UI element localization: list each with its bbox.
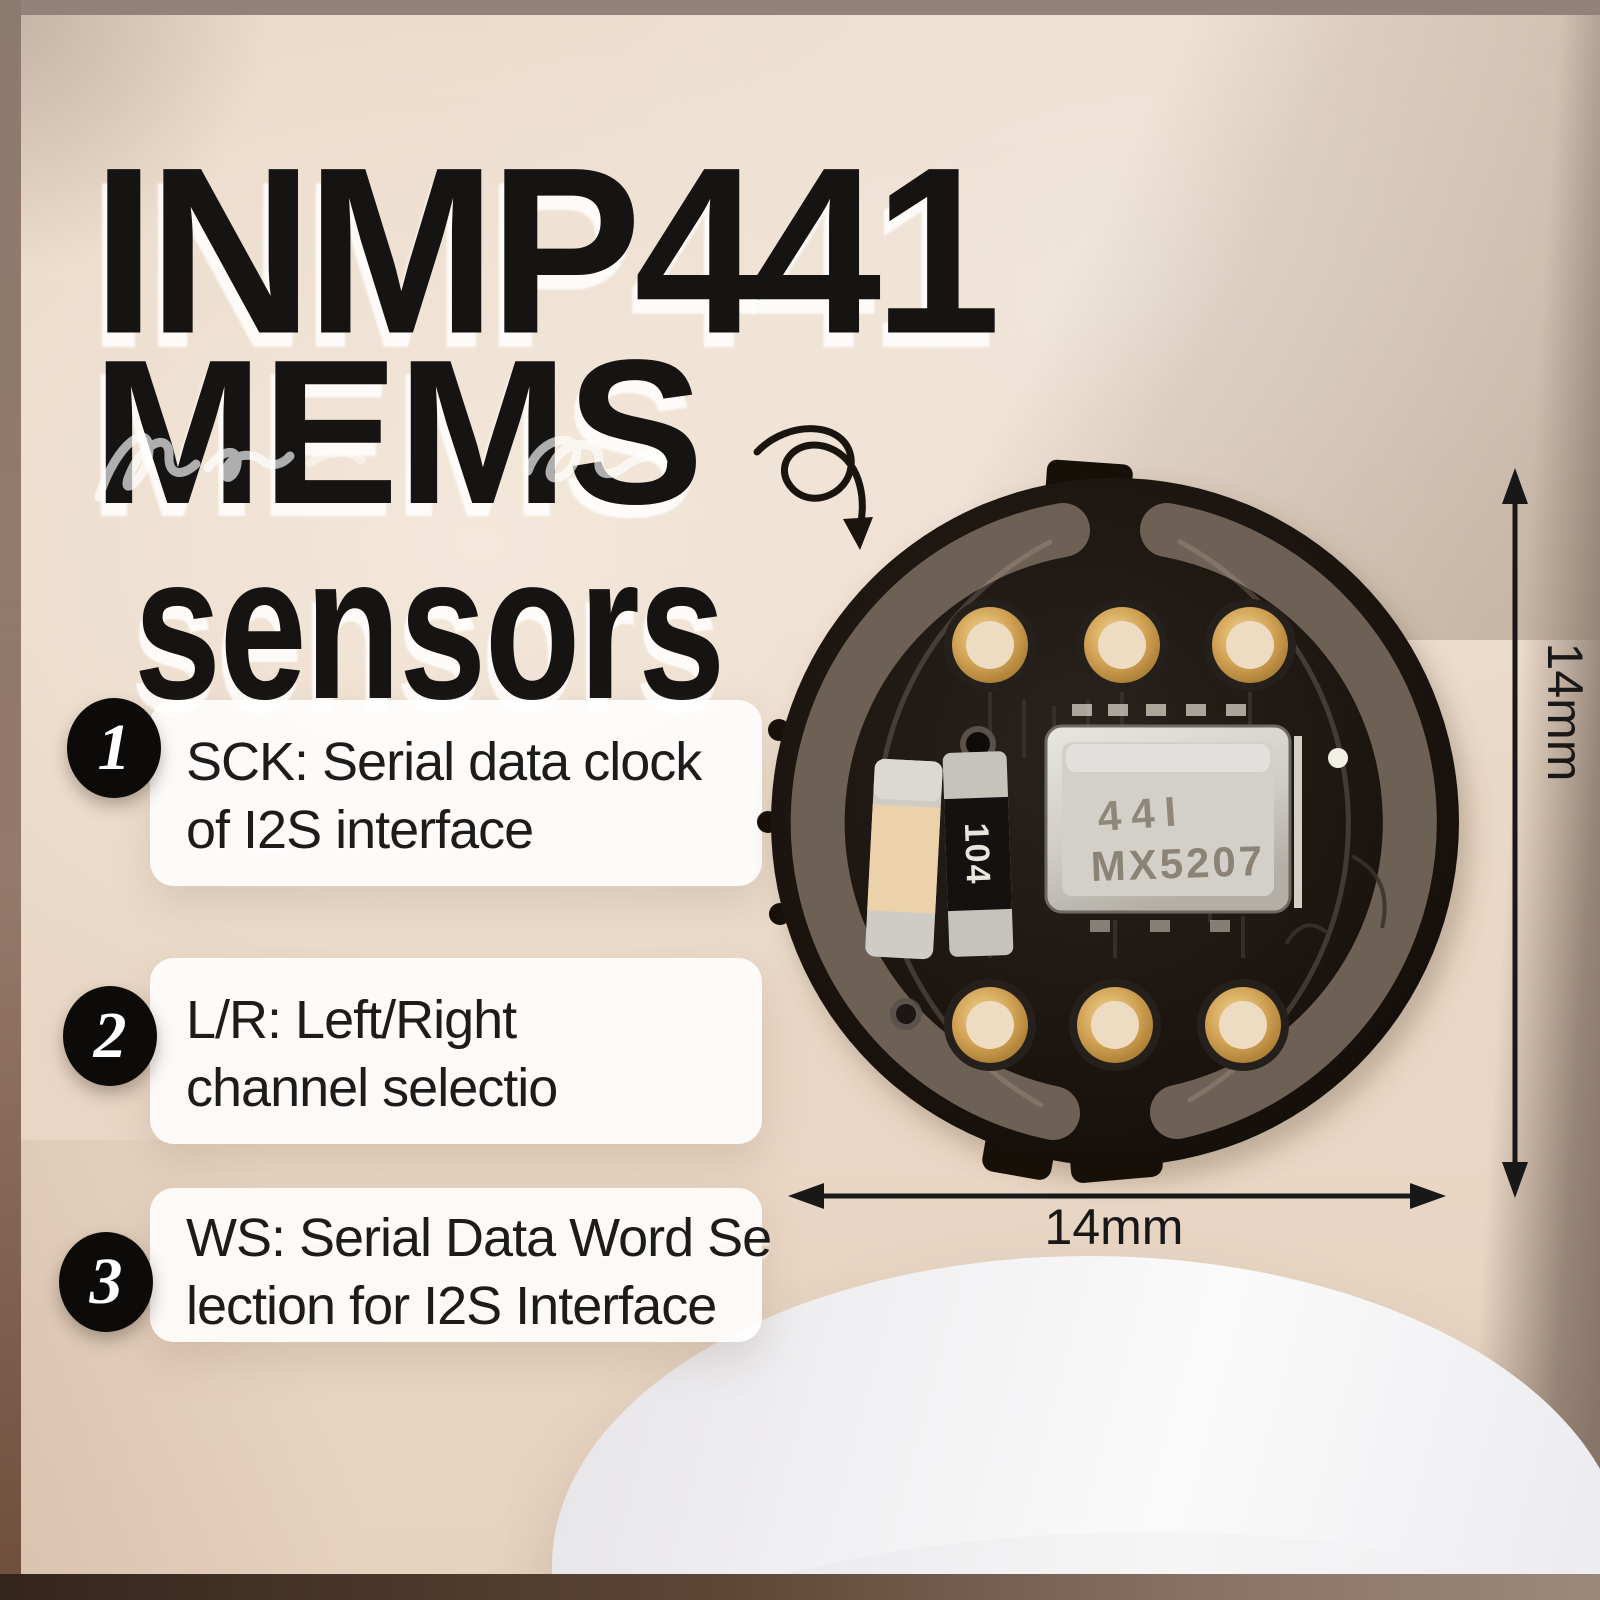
- castellated-edge-right: [1140, 503, 1437, 1139]
- feature-number-badge: 3: [59, 1232, 153, 1332]
- silkscreen-dot: [1328, 748, 1348, 768]
- product-category-title: sensors: [134, 512, 725, 742]
- dimension-height-label: 14mm: [1537, 643, 1593, 782]
- feature-text-line: of I2S interface: [186, 800, 534, 860]
- chip-marking-line1: 44I: [1096, 787, 1187, 840]
- solder-pad: [944, 979, 1036, 1071]
- feature-number: 3: [89, 1245, 123, 1318]
- frame-strip-top: [0, 0, 1600, 15]
- dimension-width: 14mm: [788, 1183, 1446, 1255]
- feature-card-sck: SCK: Serial data clock of I2S interface: [150, 700, 762, 886]
- arrowhead-up-icon: [1502, 468, 1528, 504]
- silkscreen-marks: [1072, 704, 1348, 932]
- feature-number: 1: [97, 711, 131, 784]
- castellated-edge-left: [790, 503, 1090, 1140]
- solder-pad: [1204, 599, 1296, 691]
- arrowhead-right-icon: [1410, 1183, 1446, 1209]
- chip-marking-line2: MX5207: [1090, 837, 1266, 890]
- feature-number-badge: 2: [63, 986, 157, 1086]
- feature-card-lr: L/R: Left/Right channel selectio: [150, 958, 762, 1144]
- solder-pad: [1197, 979, 1289, 1071]
- dimension-width-label: 14mm: [1045, 1199, 1184, 1255]
- feature-text-line: channel selectio: [186, 1058, 558, 1118]
- solder-pad: [1069, 979, 1161, 1071]
- feature-card-ws: WS: Serial Data Word Se lection for I2S …: [150, 1188, 772, 1342]
- product-family-title: MEMS: [92, 317, 704, 547]
- solder-pad: [944, 599, 1036, 691]
- solder-pad: [1076, 599, 1168, 691]
- feature-text-line: L/R: Left/Right: [186, 990, 517, 1050]
- mems-chip: 44I MX5207: [1044, 724, 1292, 914]
- dimension-height: 14mm: [1502, 468, 1593, 1198]
- sensor-module-photo: 104 44I MX5207: [757, 459, 1470, 1183]
- frame-strip-bottom: [0, 1574, 1600, 1600]
- smd-capacitor: [865, 758, 943, 960]
- feature-text-line: SCK: Serial data clock: [186, 732, 702, 792]
- smd-resistor: 104: [942, 751, 1014, 957]
- hand-drawn-arrow-icon: [753, 425, 873, 550]
- backdrop-shadow-topleft: [0, 0, 420, 420]
- arrowhead-down-icon: [1502, 1162, 1528, 1198]
- resistor-marking: 104: [957, 822, 997, 886]
- arrowhead-left-icon: [788, 1183, 824, 1209]
- feature-text-line: WS: Serial Data Word Se: [186, 1208, 772, 1268]
- watermark-script: [94, 432, 668, 502]
- product-model-title: INMP441: [92, 117, 1001, 383]
- feature-number-badge: 1: [67, 698, 161, 798]
- solder-pads: [944, 599, 1296, 1071]
- frame-strip-left: [0, 0, 21, 1600]
- feature-text-line: lection for I2S Interface: [186, 1276, 717, 1336]
- feature-number: 2: [93, 999, 127, 1072]
